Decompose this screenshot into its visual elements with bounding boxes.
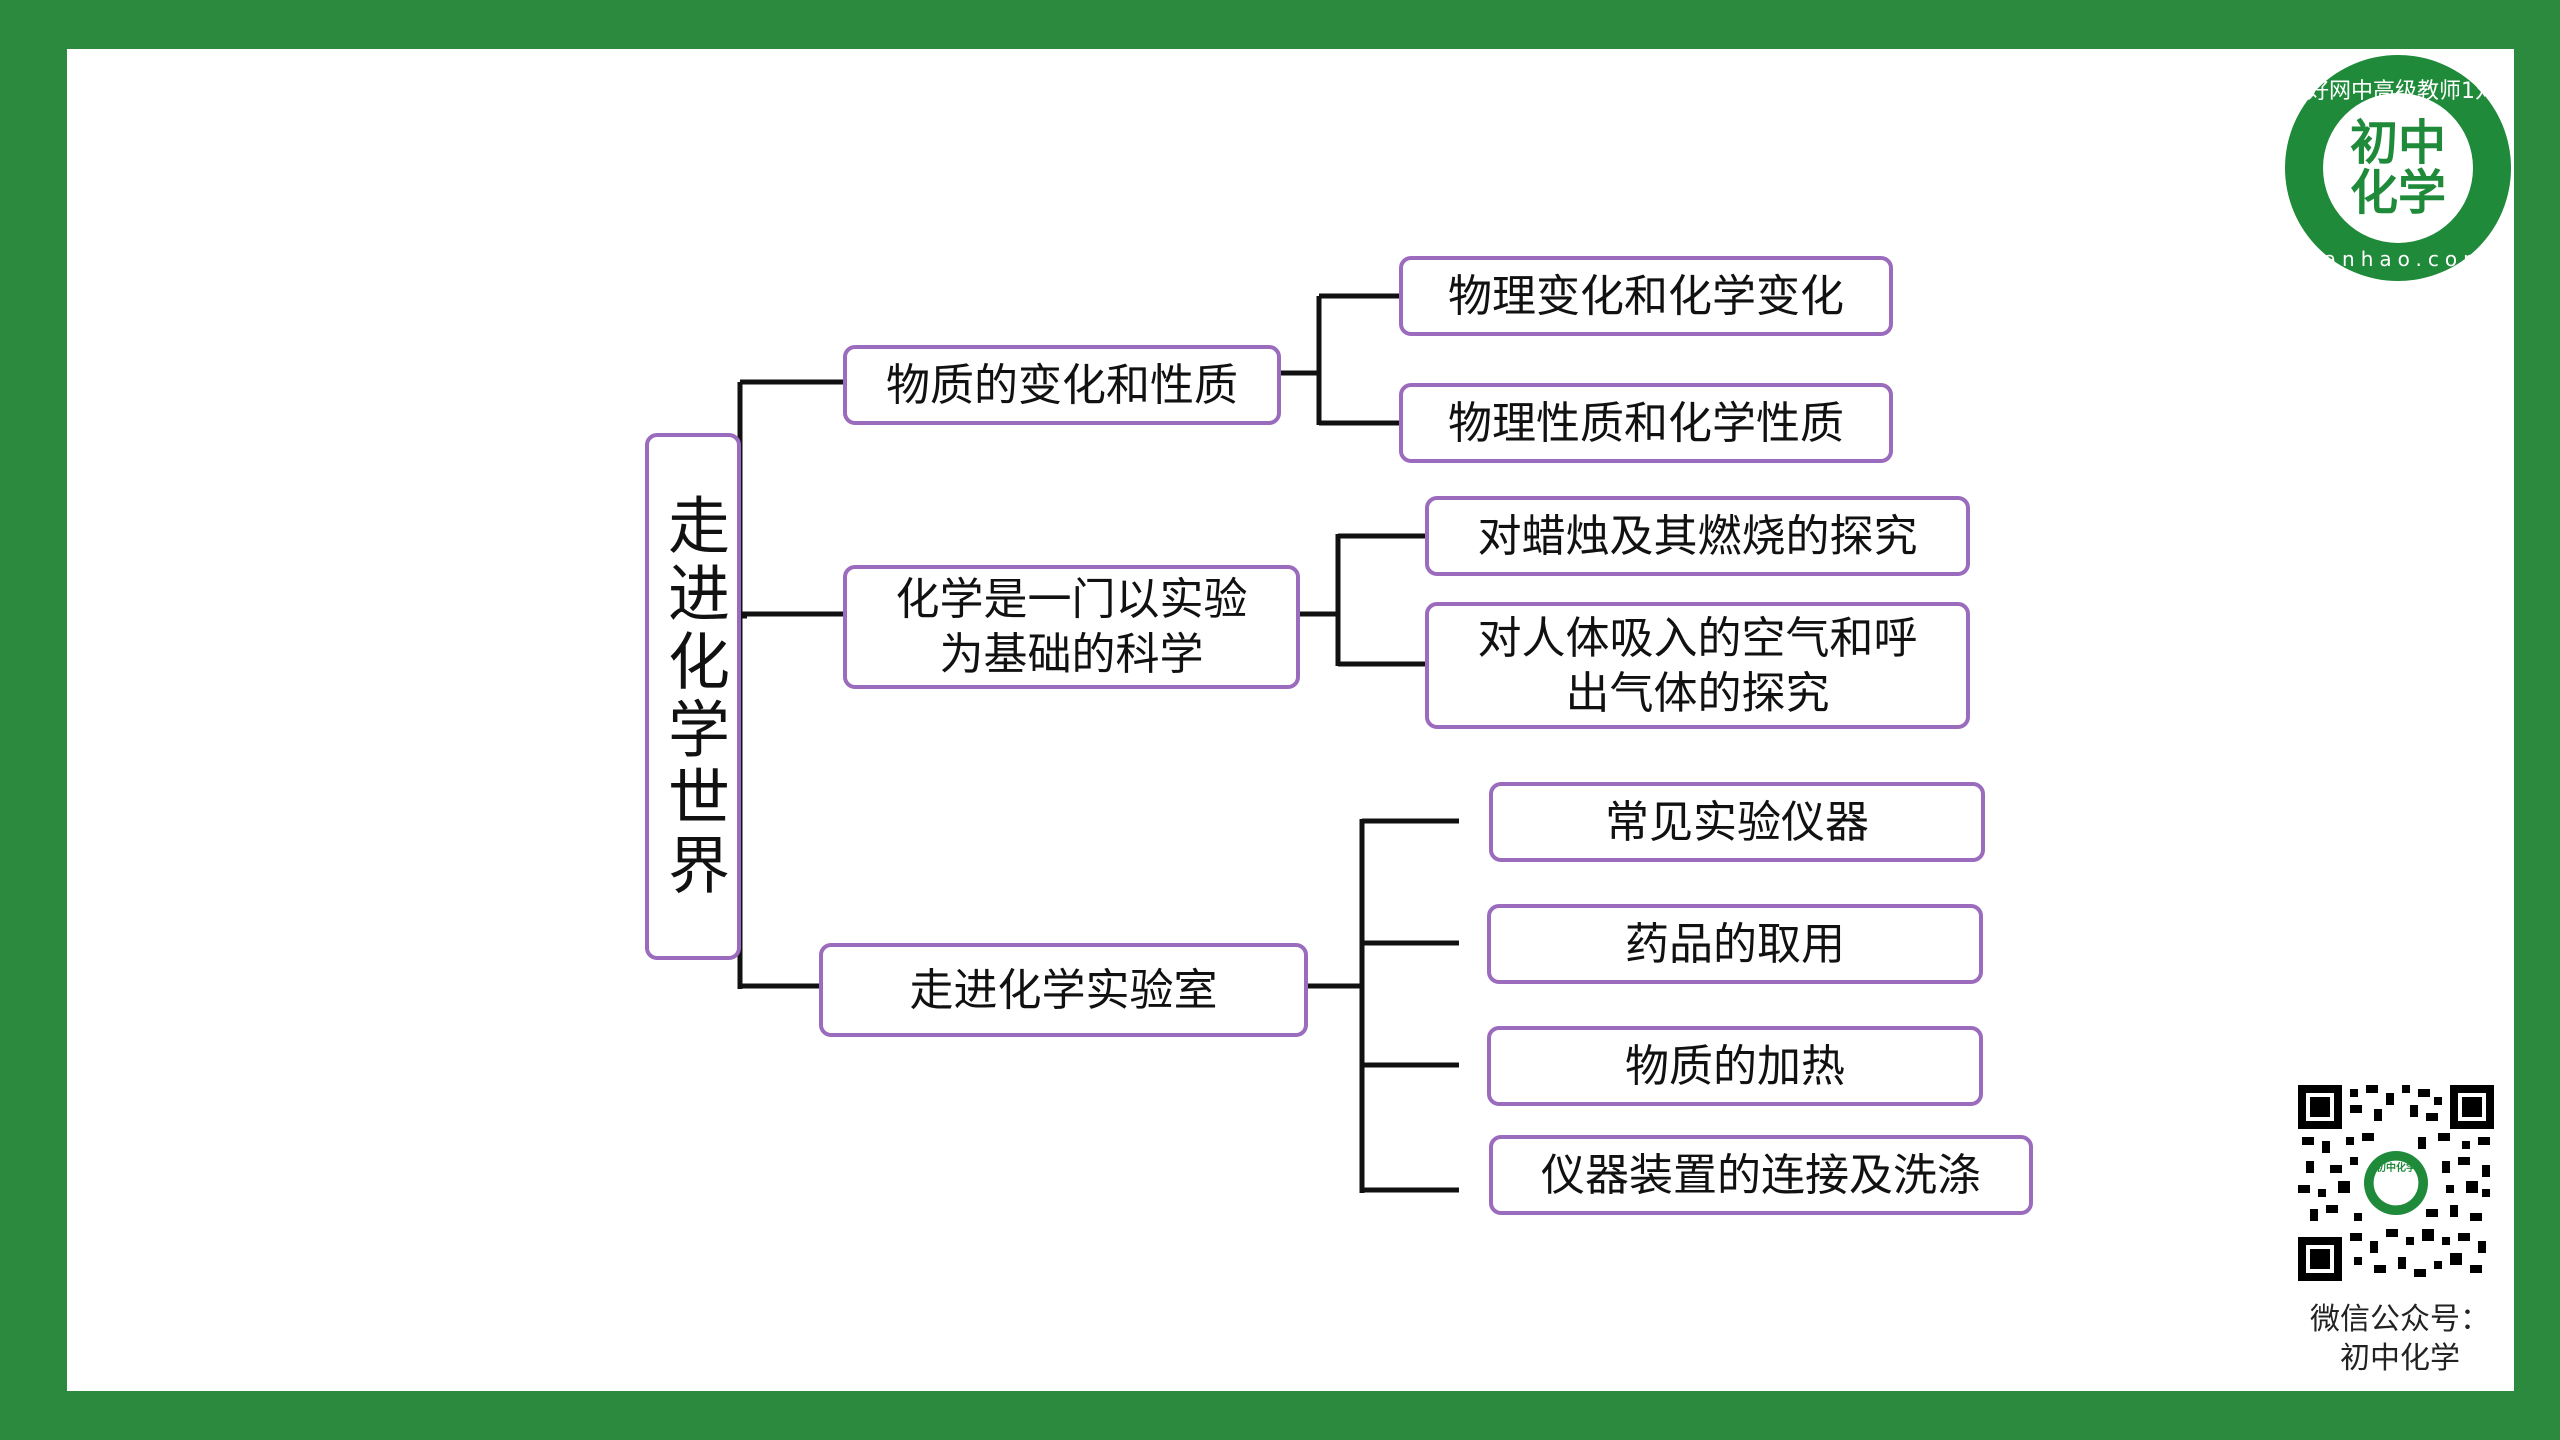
- qr-center-text: 初中化学: [2376, 1163, 2416, 1174]
- leaf-node-1-1: 物理变化和化学变化: [1399, 256, 1893, 336]
- logo-top-text: 三好网中高级教师1对1: [2285, 79, 2511, 104]
- branch-node-2: 化学是一门以实验 为基础的科学: [843, 565, 1300, 689]
- leaf-node-2-1: 对蜡烛及其燃烧的探究: [1425, 496, 1970, 576]
- leaf-node-1-2: 物理性质和化学性质: [1399, 383, 1893, 463]
- root-node: 走进化学世界: [645, 433, 741, 960]
- qr-code-icon: [2298, 1085, 2494, 1281]
- diagram-canvas: 走进化学世界 物质的变化和性质 物理变化和化学变化 物理性质和化学性质 化学是一…: [67, 49, 2514, 1391]
- logo-bottom-text: sanhao.com: [2307, 247, 2489, 271]
- branch-node-1: 物质的变化和性质: [843, 345, 1281, 425]
- qr-caption-line-1: 微信公众号：: [2310, 1302, 2490, 1337]
- leaf-node-3-4: 仪器装置的连接及洗涤: [1489, 1135, 2033, 1215]
- qr-caption-line-2: 初中化学: [2340, 1341, 2460, 1376]
- qr-caption: 微信公众号： 初中化学: [2290, 1300, 2510, 1378]
- logo-title-text: 初中化学: [2349, 114, 2446, 221]
- connector-lines: [674, 293, 1459, 1193]
- leaf-node-3-3: 物质的加热: [1487, 1026, 1983, 1106]
- leaf-node-2-2: 对人体吸入的空气和呼 出气体的探究: [1425, 602, 1970, 729]
- leaf-node-3-2: 药品的取用: [1487, 904, 1983, 984]
- leaf-node-3-1: 常见实验仪器: [1489, 782, 1985, 862]
- brand-logo: 三好网中高级教师1对1 初中化学 sanhao.com: [2285, 55, 2511, 281]
- logo-title: 初中化学: [2323, 93, 2473, 243]
- branch-node-3: 走进化学实验室: [819, 943, 1308, 1037]
